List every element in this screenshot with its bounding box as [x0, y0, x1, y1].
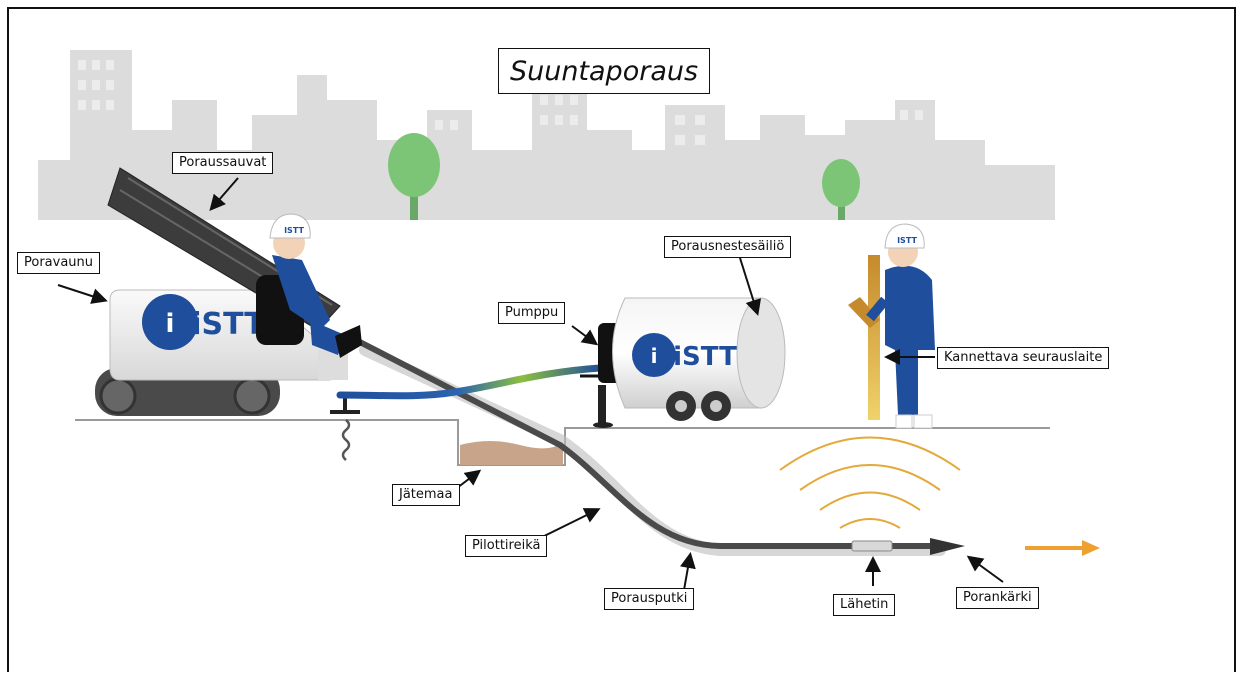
label-pumppu: Pumppu: [498, 302, 566, 324]
svg-text:i: i: [651, 344, 658, 368]
label-porausputki: Porausputki: [604, 588, 695, 610]
label-porausnestesailio: Porausnestesäiliö: [664, 236, 792, 258]
tree-right: [822, 159, 860, 220]
operator-helmet-logo: ISTT: [284, 226, 304, 235]
label-lahetin: Lähetin: [833, 594, 896, 616]
rig-logo: iSTT: [191, 307, 265, 342]
spoil-pit: [460, 441, 563, 465]
label-kannettava-seurauslaite: Kannettava seurauslaite: [937, 347, 1110, 369]
locator-helmet-logo: ISTT: [897, 236, 917, 245]
tree-left: [388, 133, 440, 220]
label-jatemaa: Jätemaa: [392, 484, 460, 506]
label-porankarki: Porankärki: [956, 587, 1039, 609]
drill-pipe: [349, 335, 938, 549]
diagram-frame: [7, 7, 1236, 672]
fluid-tank-trailer: i iSTT: [580, 297, 786, 428]
locator-operator: ISTT: [848, 223, 935, 429]
rig-operator: ISTT: [256, 213, 362, 358]
svg-text:i: i: [166, 309, 175, 339]
label-poravaunu: Poravaunu: [17, 252, 101, 274]
tank-logo: iSTT: [673, 342, 737, 372]
label-pilottireika: Pilottireikä: [465, 535, 548, 557]
transmitter: [851, 540, 893, 552]
diagram-title: Suuntaporaus: [498, 48, 710, 94]
fluid-hose: [336, 364, 604, 400]
drill-head: [930, 538, 965, 555]
label-poraussauvat: Poraussauvat: [172, 152, 274, 174]
drilling-rig: i iSTT: [95, 289, 360, 461]
locator-signal-waves: [779, 436, 961, 529]
direction-arrow: [1025, 540, 1100, 556]
